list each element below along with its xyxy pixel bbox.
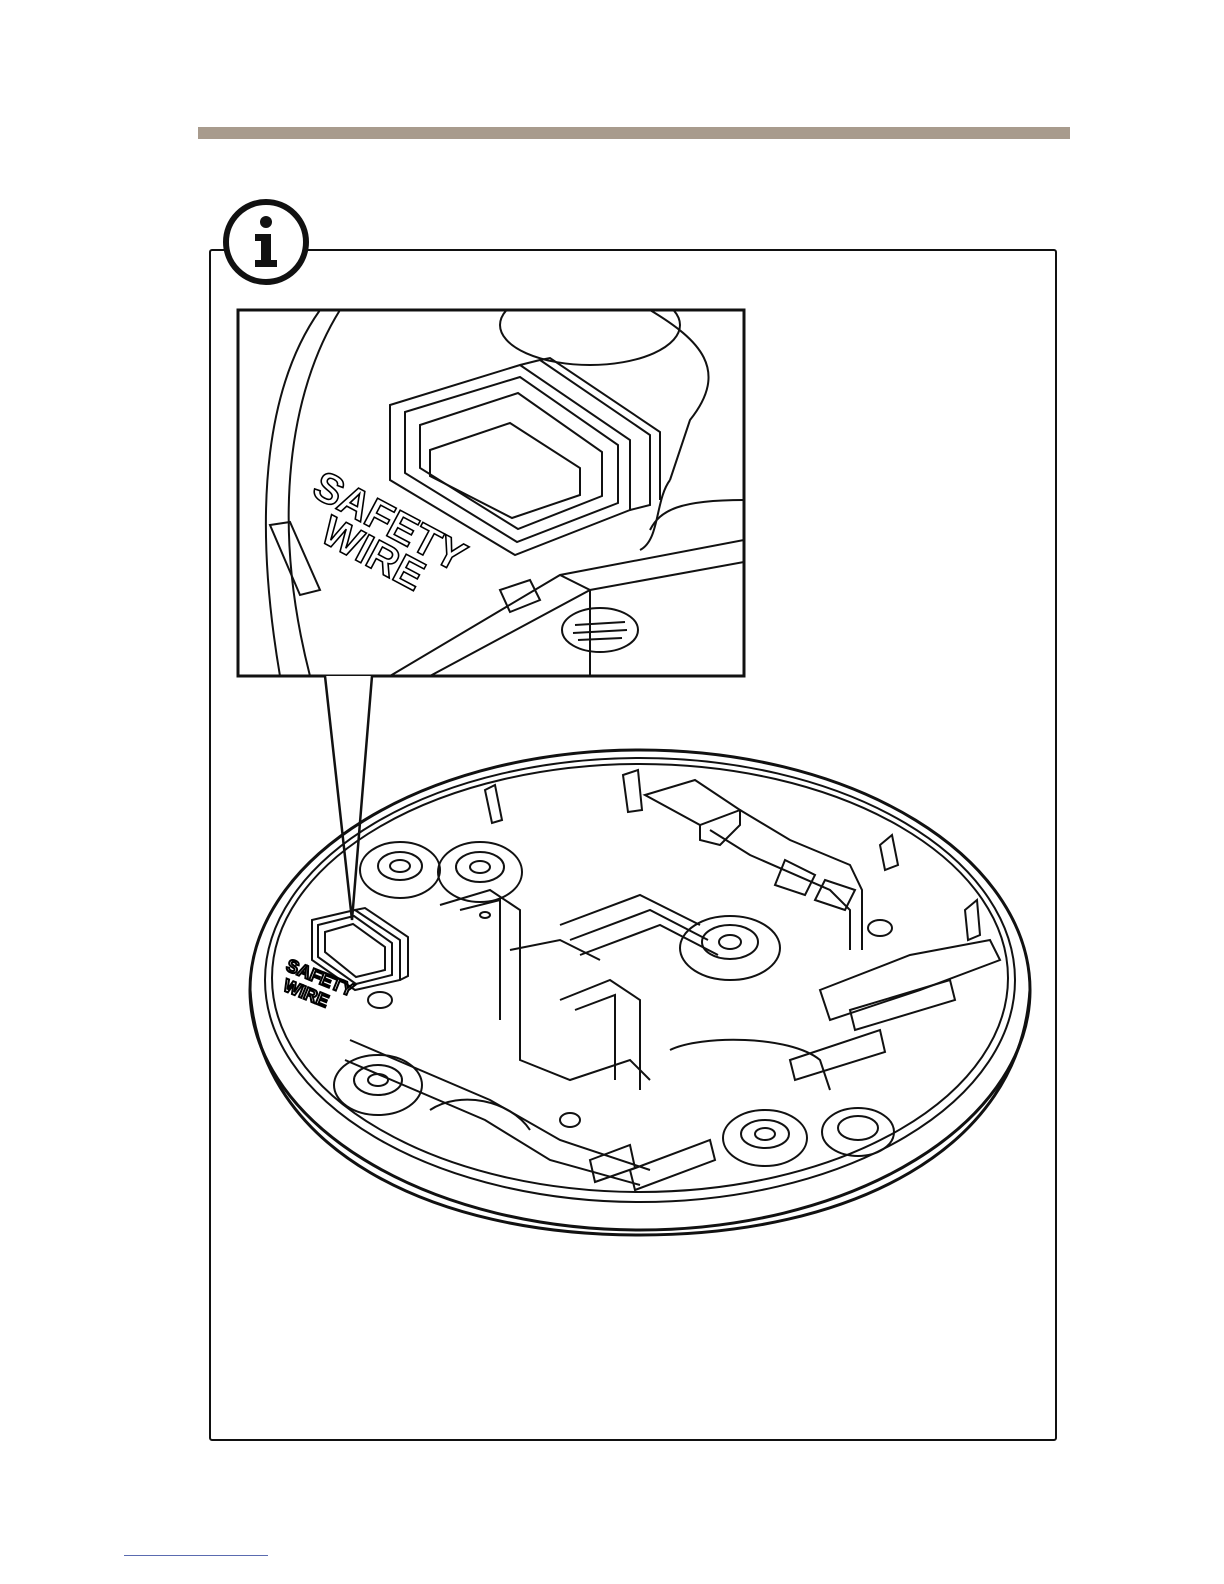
footer-rule: [124, 1555, 268, 1556]
camera-base: SAFETY WIRE: [250, 750, 1030, 1235]
zoom-inset: SAFETY WIRE: [238, 300, 744, 676]
mounting-bracket-illustration: SAFETY WIRE: [230, 300, 1040, 1260]
header-rule: [198, 127, 1070, 139]
info-icon: [222, 198, 310, 286]
